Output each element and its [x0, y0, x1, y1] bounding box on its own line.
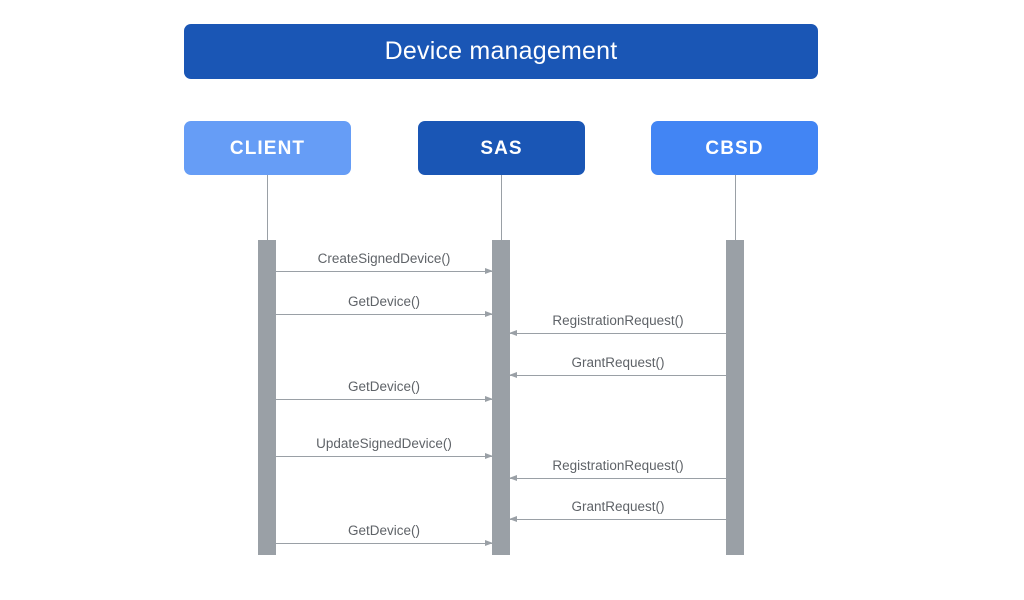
participant-label-cbsd: CBSD [705, 137, 764, 159]
activation-bar-client [258, 240, 276, 555]
activation-bar-sas [492, 240, 510, 555]
arrow-right-icon [485, 539, 493, 546]
participant-label-client: CLIENT [229, 137, 306, 159]
participant-box-client[interactable]: CLIENT [184, 121, 351, 175]
message-label: GrantRequest() [571, 354, 665, 370]
lifeline-client [267, 175, 268, 240]
message-line [276, 543, 492, 544]
arrow-left-icon [509, 515, 517, 522]
message-line [276, 271, 492, 272]
message-line [510, 333, 726, 334]
message-label: CreateSignedDevice() [317, 250, 451, 266]
message-line [510, 478, 726, 479]
lifeline-sas [501, 175, 502, 240]
participant-label-sas: SAS [480, 137, 523, 159]
lifeline-cbsd [735, 175, 736, 240]
message-label: GetDevice() [347, 378, 420, 394]
arrow-right-icon [485, 395, 493, 402]
message-label: GetDevice() [347, 522, 420, 538]
message-label: GrantRequest() [571, 498, 665, 514]
arrow-left-icon [509, 371, 517, 378]
message-label: GetDevice() [347, 293, 420, 309]
diagram-title-bar: Device management [184, 24, 818, 79]
arrow-left-icon [509, 474, 517, 481]
message-line [276, 456, 492, 457]
arrow-right-icon [485, 452, 493, 459]
message-line [276, 399, 492, 400]
participant-box-sas[interactable]: SAS [418, 121, 585, 175]
arrow-right-icon [485, 310, 493, 317]
message-line [276, 314, 492, 315]
participant-box-cbsd[interactable]: CBSD [651, 121, 818, 175]
message-line [510, 519, 726, 520]
activation-bar-cbsd [726, 240, 744, 555]
diagram-title-text: Device management [384, 37, 618, 65]
arrow-left-icon [509, 329, 517, 336]
message-label: UpdateSignedDevice() [316, 435, 452, 451]
message-line [510, 375, 726, 376]
message-label: RegistrationRequest() [552, 312, 684, 328]
arrow-right-icon [485, 267, 493, 274]
message-label: RegistrationRequest() [552, 457, 684, 473]
